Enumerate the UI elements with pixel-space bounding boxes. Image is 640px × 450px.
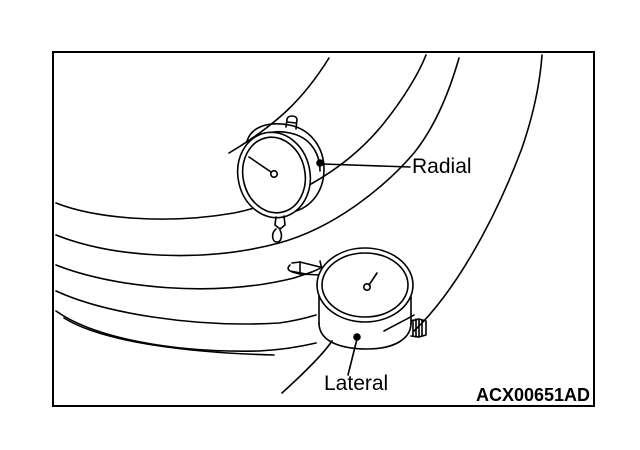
radial-label: Radial bbox=[412, 155, 472, 178]
figure-code: ACX00651AD bbox=[476, 385, 591, 405]
tire-runout-illustration bbox=[55, 54, 543, 394]
lateral-label: Lateral bbox=[324, 372, 389, 395]
lateral-dial-indicator bbox=[287, 247, 427, 376]
radial-dial-indicator bbox=[236, 115, 411, 243]
tire-contour-lines bbox=[55, 54, 543, 394]
diagram-frame: Radial Lateral ACX00651AD bbox=[52, 51, 595, 407]
